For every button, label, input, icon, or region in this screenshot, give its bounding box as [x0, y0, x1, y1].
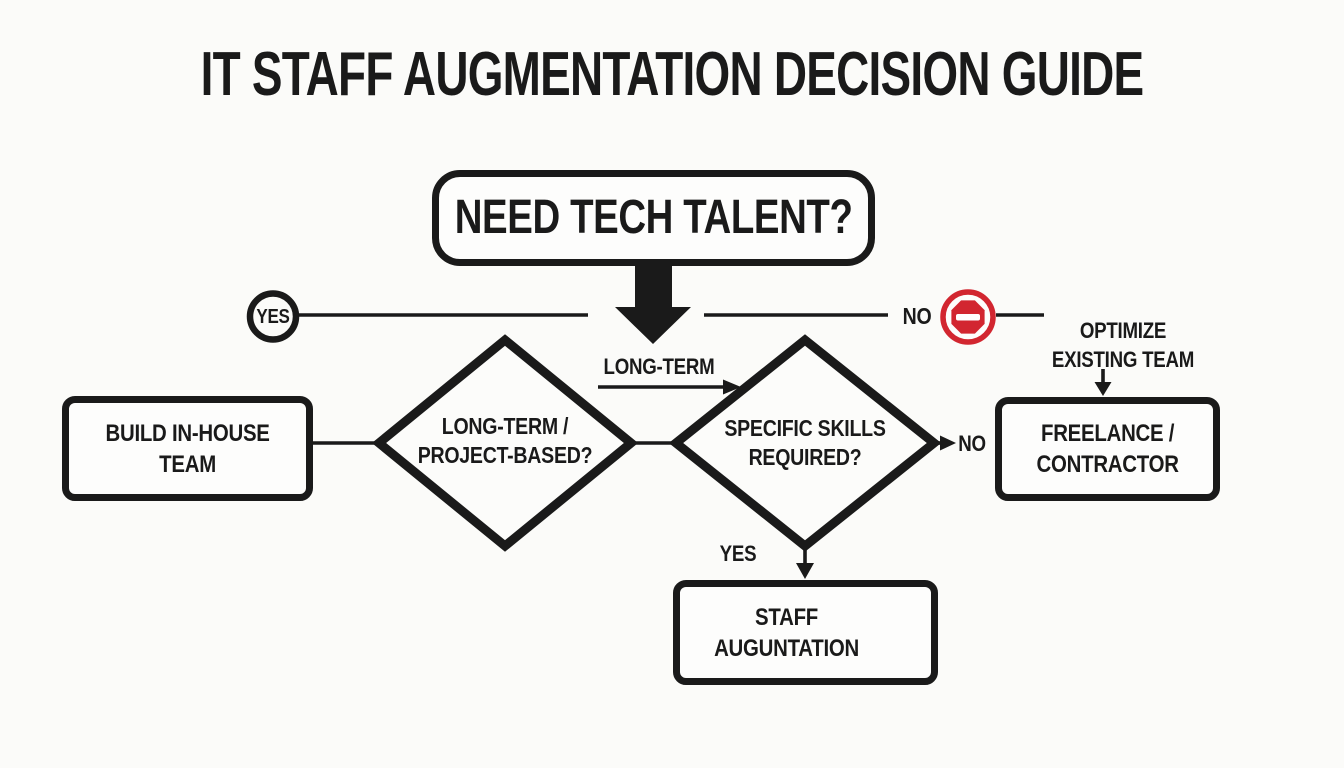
decision-duration-line1: LONG-TERM /	[441, 413, 569, 439]
node-staff-augmentation: STAFF AUGUNTATION	[673, 580, 938, 685]
node-need-tech-talent: NEED TECH TALENT?	[432, 170, 875, 266]
edge-label-long-term: LONG-TERM	[603, 354, 715, 379]
node-staff-line2: AUGUNTATION	[714, 634, 860, 662]
note-optimize-line1: OPTIMIZE	[1079, 318, 1167, 343]
note-optimize-line2: EXISTING TEAM	[1051, 347, 1195, 372]
decision-skills-line2: REQUIRED?	[748, 444, 862, 470]
decision-duration-label: LONG-TERM / PROJECT-BASED?	[410, 412, 600, 470]
node-build-in-house-team: BUILD IN-HOUSE TEAM	[62, 396, 313, 501]
node-staff-augmentation-label: STAFF AUGUNTATION	[714, 602, 896, 664]
node-build-line1: BUILD IN-HOUSE	[105, 419, 270, 447]
node-need-tech-talent-label: NEED TECH TALENT?	[454, 191, 853, 244]
node-freelance-label: FREELANCE / CONTRACTOR	[1036, 418, 1178, 480]
decision-skills-label: SPECIFIC SKILLS REQUIRED?	[710, 414, 900, 472]
edge-label-skills-yes: YES	[719, 541, 757, 566]
node-freelance-contractor: FREELANCE / CONTRACTOR	[995, 397, 1220, 501]
yes-badge-circle	[246, 290, 300, 343]
edge-label-skills-no: NO	[958, 431, 986, 456]
note-optimize-existing-team: OPTIMIZE EXISTING TEAM	[1039, 316, 1207, 374]
decision-skills-line1: SPECIFIC SKILLS	[724, 415, 886, 441]
skills-yes-arrowhead-icon	[796, 563, 814, 579]
node-freelance-line2: CONTRACTOR	[1036, 451, 1179, 478]
no-entry-icon	[940, 289, 996, 345]
node-staff-line1: STAFF	[755, 603, 819, 631]
edge-label-no-right: NO	[902, 303, 932, 329]
node-build-in-house-label: BUILD IN-HOUSE TEAM	[105, 418, 269, 480]
down-arrow-icon	[1094, 382, 1112, 396]
arrowheads	[723, 379, 1112, 579]
big-down-arrow-icon	[615, 263, 691, 344]
long-term-arrowhead-icon	[723, 379, 741, 395]
skills-no-arrowhead-icon	[940, 435, 956, 451]
no-entry-bar	[956, 314, 980, 321]
edge-label-yes-left: YES	[256, 306, 290, 328]
node-build-line2: TEAM	[159, 450, 216, 478]
decision-diamond-duration	[371, 334, 639, 552]
decision-duration-line2: PROJECT-BASED?	[417, 442, 593, 468]
connector-lines	[299, 313, 1105, 565]
decision-diamond-skills	[668, 334, 942, 552]
node-freelance-line1: FREELANCE /	[1040, 420, 1175, 447]
page-title: IT STAFF AUGMENTATION DECISION GUIDE	[200, 40, 1145, 109]
